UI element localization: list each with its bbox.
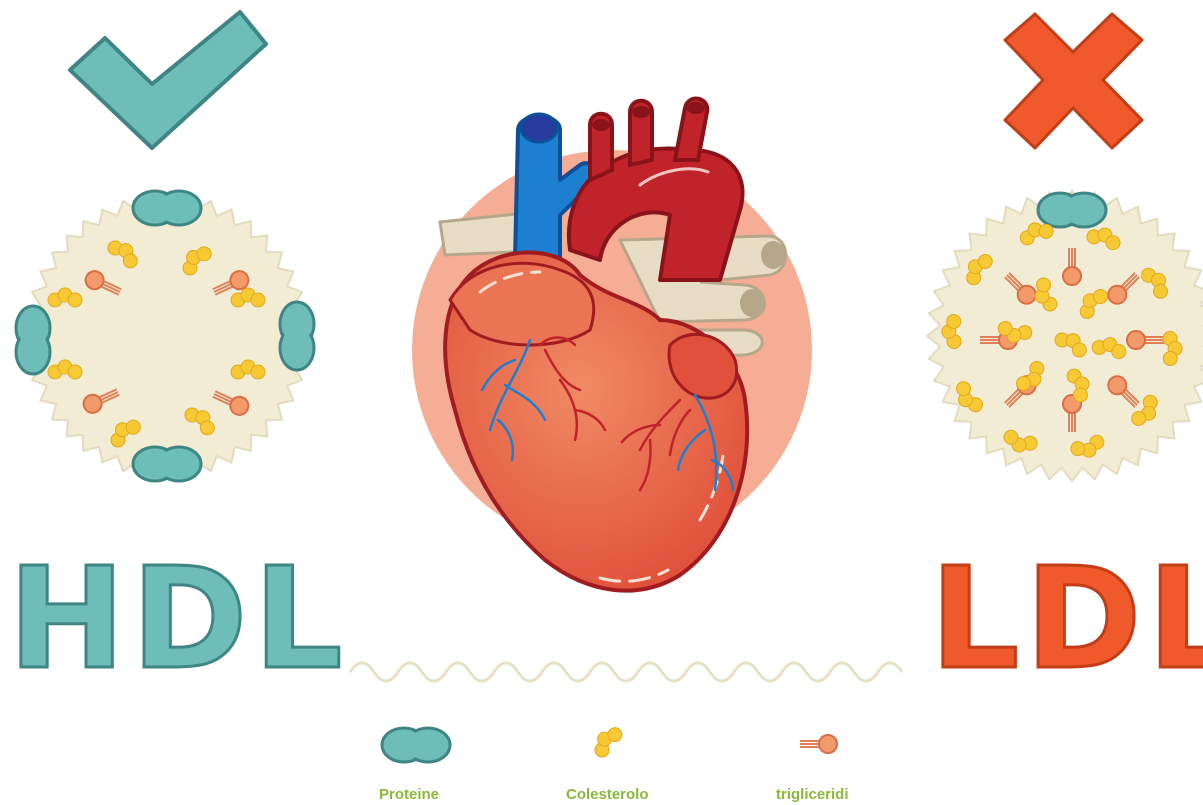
legend-triglyceride-icon xyxy=(800,735,837,753)
protein-icon xyxy=(133,191,201,225)
hdl-membrane xyxy=(25,194,309,478)
cross-icon xyxy=(1005,14,1142,148)
wavy-divider xyxy=(350,663,902,681)
ldl-particle xyxy=(927,191,1203,481)
legend-cholesterol-icon xyxy=(588,722,624,760)
legend-label-trigliceridi: trigliceridi xyxy=(776,786,849,803)
checkmark-icon xyxy=(70,12,266,148)
protein-icon xyxy=(1038,193,1106,227)
hdl-label: HDL xyxy=(8,555,349,685)
legend-label-colesterolo: Colesterolo xyxy=(566,786,649,803)
hdl-particle xyxy=(16,191,314,481)
heart-illustration xyxy=(412,99,812,591)
protein-icon xyxy=(280,302,314,370)
ldl-label: LDL xyxy=(930,555,1203,685)
legend-protein-icon xyxy=(382,728,450,762)
protein-icon xyxy=(133,447,201,481)
legend-label-proteine: Proteine xyxy=(379,786,439,803)
protein-icon xyxy=(16,306,50,374)
